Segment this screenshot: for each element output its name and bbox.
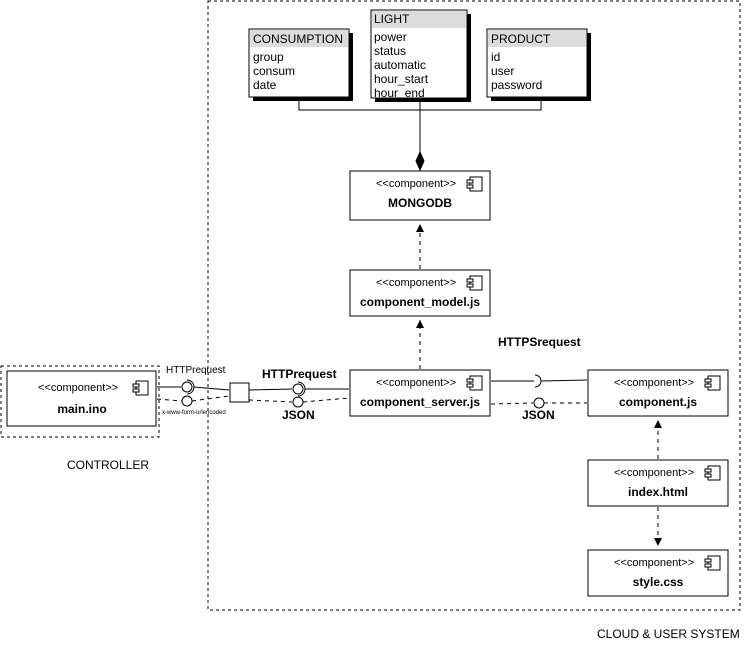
entity-product: PRODUCT id user password [486,28,591,101]
composition-connector [298,101,542,172]
entity-consumption-title: CONSUMPTION [253,32,343,46]
provided-interface-lollipop [292,383,304,395]
component-mongodb: <<component>> MONGODB [349,170,491,221]
http-interface-mid [248,381,349,397]
component-icon [466,176,483,192]
controller-label: CONTROLLER [67,458,149,472]
component-model-name: component_model.js [360,295,480,309]
http-interface-small [157,379,230,395]
entity-field: automatic [374,58,426,72]
http-request-label-mid: HTTPrequest [262,367,337,381]
component-server: <<component>> component_server.js [349,369,491,417]
https-interface [491,374,588,388]
entity-field: id [491,50,500,64]
component-model: <<component>> component_model.js [349,269,491,317]
json-interface-mid [248,396,350,408]
component-style: <<component>> style.css [587,549,729,597]
bridge-port [229,382,250,403]
component-icon [704,375,721,391]
stereotype: <<component>> [614,467,694,479]
entity-field: status [374,44,406,58]
stereotype: <<component>> [376,178,456,190]
stereotype: <<component>> [376,277,456,289]
component-main-name: main.ino [57,402,106,416]
component-client-name: component.js [619,395,697,409]
entity-field: date [253,78,277,92]
entity-field: hour_end [374,86,425,100]
entity-light-title: LIGHT [374,12,410,26]
http-request-label-small: HTTPrequest [166,365,226,376]
stereotype: <<component>> [614,377,694,389]
component-mongodb-name: MONGODB [388,196,452,210]
cloud-user-system-boundary [207,0,741,611]
json-label-mid: JSON [282,408,315,422]
component-icon [704,465,721,481]
controller-boundary [0,365,160,438]
entity-field: password [491,78,542,92]
entity-light: LIGHT power status automatic hour_start … [370,9,471,102]
entity-field: consum [253,64,295,78]
provided-interface-lollipop [181,381,193,393]
component-icon [704,555,721,571]
provided-interface-lollipop [181,395,193,407]
cloud-user-system-label: CLOUD & USER SYSTEM [597,627,740,641]
entity-consumption: CONSUMPTION group consum date [248,28,353,101]
required-interface-socket [534,374,542,388]
stereotype: <<component>> [376,377,456,389]
stereotype: <<component>> [38,382,118,394]
entity-field: user [491,64,514,78]
provided-interface-lollipop [533,397,545,409]
entity-field: power [374,30,407,44]
json-label-right: JSON [522,408,555,422]
entity-product-title: PRODUCT [491,32,551,46]
component-icon [132,380,149,396]
component-style-name: style.css [633,575,684,589]
https-request-label: HTTPSrequest [498,335,581,349]
component-server-name: component_server.js [360,395,480,409]
entity-field: hour_start [374,72,429,86]
component-main: <<component>> main.ino [6,370,157,427]
json-interface-right [490,397,587,409]
component-index-name: index.html [628,485,688,499]
provided-interface-lollipop [292,396,304,408]
component-client: <<component>> component.js [587,369,729,417]
component-icon [466,275,483,291]
urlencoded-interface [156,395,230,407]
stereotype: <<component>> [614,557,694,569]
encoding-label: x-www-form-urlencoded [162,410,226,416]
component-index: <<component>> index.html [587,459,729,507]
entity-field: group [253,50,284,64]
composition-diamond [415,150,425,172]
component-icon [466,375,483,391]
